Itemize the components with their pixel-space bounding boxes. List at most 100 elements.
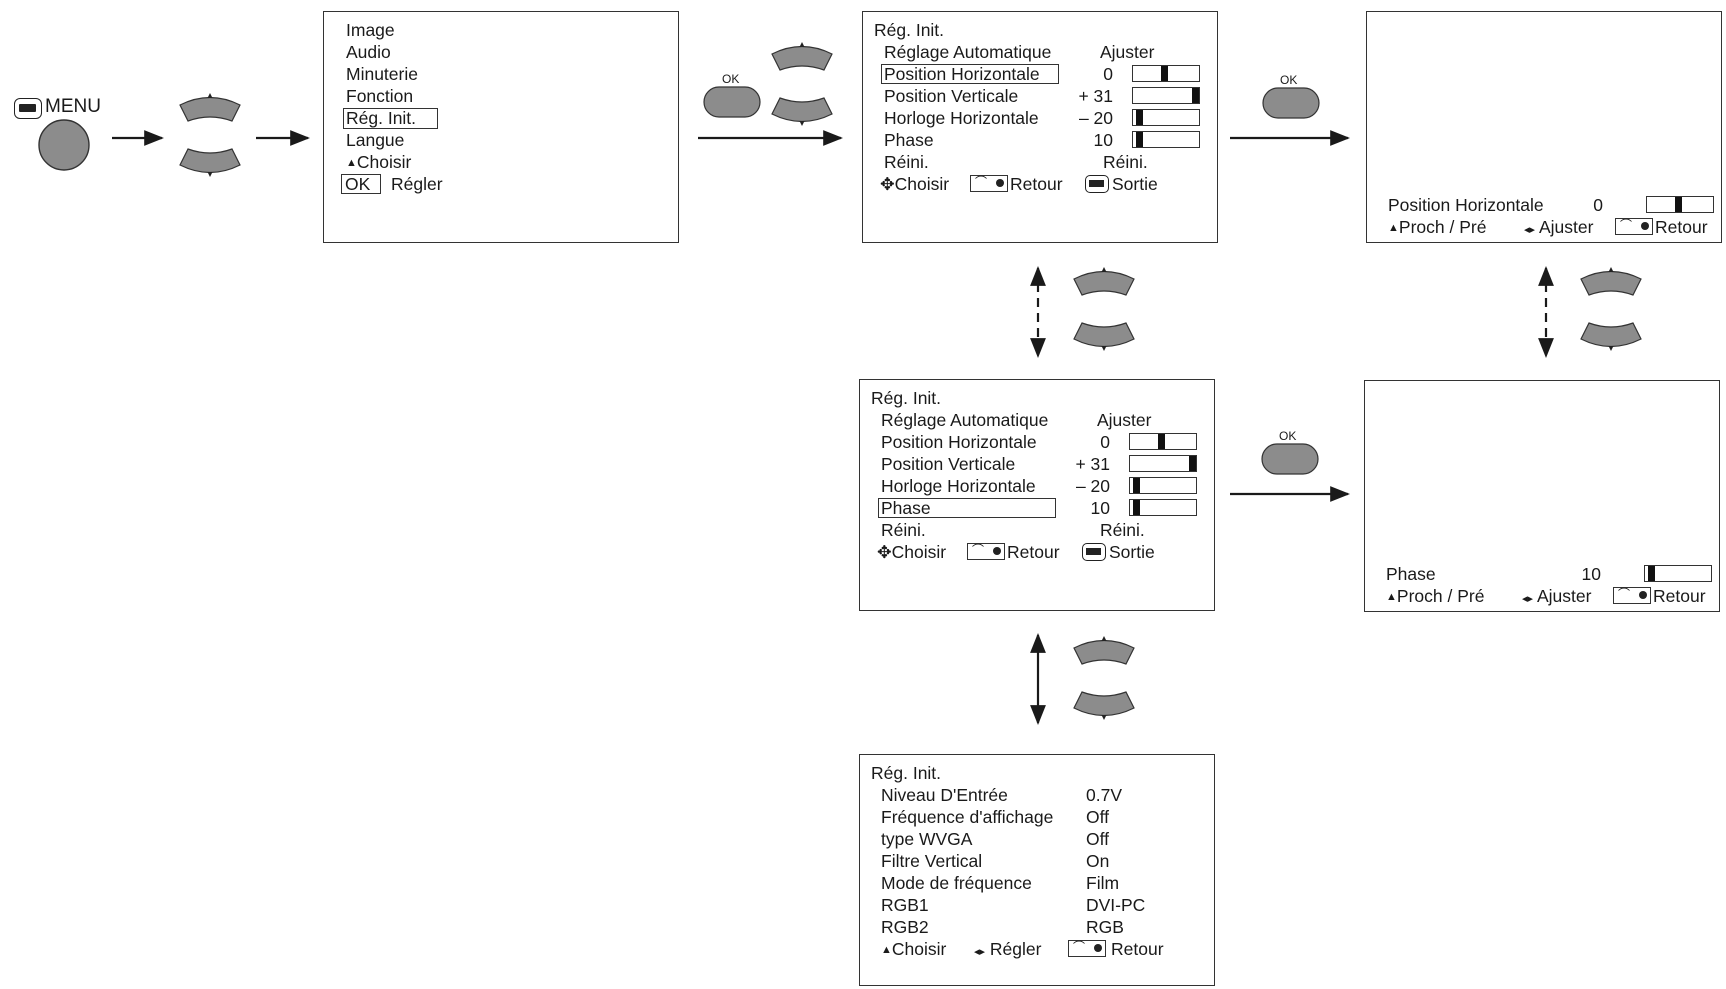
clock-slider[interactable] [1129,477,1197,494]
row-value-phase: 10 [1090,498,1110,518]
back-label: Retour [1655,217,1708,237]
row-label-clock[interactable]: Horloge Horizontale [881,476,1036,496]
row-label-auto[interactable]: Réglage Automatique [881,410,1049,430]
menu-icon [1085,175,1109,193]
slider-knob[interactable] [1136,132,1143,147]
slider-knob[interactable] [1133,500,1140,515]
leftright-arrow-icon: ◂▸ [1524,224,1536,236]
row-label-auto[interactable]: Réglage Automatique [884,42,1052,62]
updown-arrow-icon: ▲ [346,157,357,169]
slider-knob[interactable] [1136,110,1143,125]
row-label-wvga[interactable]: type WVGA [881,829,973,849]
panel-title: Rég. Init. [871,388,942,408]
row-label-input-level[interactable]: Niveau D'Entrée [881,785,1008,805]
choose-label: Choisir [894,174,950,194]
leftright-arrow-icon: ◂▸ [1522,593,1534,605]
row-label-vpos[interactable]: Position Verticale [884,86,1019,106]
row-value-auto: Ajuster [1097,410,1152,430]
updown-arrow-icon: ▲ [881,944,892,956]
ok-label[interactable]: OK [1279,429,1297,443]
row-value-reset: Réini. [1103,152,1148,172]
row-label-reset[interactable]: Réini. [884,152,929,172]
panel-title: Rég. Init. [874,20,945,40]
slider-knob[interactable] [1648,566,1655,581]
adjust-label: Ajuster [1536,586,1592,606]
clock-slider[interactable] [1132,109,1200,126]
row-value-freq-mode: Film [1086,873,1120,893]
slider-knob[interactable] [1192,88,1199,103]
footer-exit: Sortie [1112,174,1158,194]
menu-item-reg-init[interactable]: Rég. Init. [346,108,417,128]
slider-knob[interactable] [1189,456,1196,471]
slider-knob[interactable] [1158,434,1165,449]
row-label-rgb1[interactable]: RGB1 [881,895,929,915]
ok-label[interactable]: OK [722,72,740,86]
row-label-vfilter[interactable]: Filtre Vertical [881,851,983,871]
row-label-hpos[interactable]: Position Horizontale [881,432,1037,452]
hpos-slider[interactable] [1132,65,1200,82]
footer-choose: ✥Choisir [877,542,946,562]
phase-slider[interactable] [1644,565,1712,582]
nav-hint: ▲Proch / Pré [1386,586,1484,609]
row-label-freq-mode[interactable]: Mode de fréquence [881,873,1032,893]
slider-knob[interactable] [1133,478,1140,493]
return-icon: ⌒ [970,175,1008,192]
return-icon: ⌒ [967,543,1005,560]
row-label-rgb2[interactable]: RGB2 [881,917,929,937]
row-label-reset[interactable]: Réini. [881,520,926,540]
selected-item-frame [343,108,438,129]
choose-label: Choisir [891,542,947,562]
row-label-phase[interactable]: Phase [884,130,934,150]
menu-item-audio[interactable]: Audio [346,42,391,62]
updown-arrow-icon: ▲ [1388,222,1399,234]
reg-init-panel-page2: Rég. Init. Niveau D'Entrée 0.7V Fréquenc… [859,754,1215,986]
ok-button [1262,87,1320,119]
menu-item-minuterie[interactable]: Minuterie [346,64,418,84]
detail-value: 10 [1581,564,1601,584]
updown-rocker [179,92,241,178]
updown-rocker [1073,266,1135,352]
cross-arrows-icon: ✥ [877,542,892,562]
ok-label[interactable]: OK [1280,73,1298,87]
footer-choose: ✥Choisir [880,174,949,194]
row-label-phase[interactable]: Phase [881,498,931,518]
row-value-wvga: Off [1086,829,1110,849]
detail-value: 0 [1593,195,1603,215]
reg-init-panel-phase: Rég. Init. Réglage Automatique Ajuster P… [859,379,1215,611]
return-icon: ⌒ [1613,587,1651,604]
row-value-rgb2: RGB [1086,917,1124,937]
return-icon: ⌒ [1068,940,1106,957]
slider-knob[interactable] [1675,197,1682,212]
row-value-vpos: + 31 [1078,86,1113,106]
adjust-hint: ◂▸ Ajuster [1524,217,1593,240]
updown-rocker [1580,266,1642,352]
adjust-label: Ajuster [1538,217,1594,237]
nav-label: Proch / Pré [1396,586,1485,606]
menu-round-button [38,119,90,171]
row-label-display-freq[interactable]: Fréquence d'affichage [881,807,1054,827]
hpos-slider[interactable] [1646,196,1714,213]
row-label-clock[interactable]: Horloge Horizontale [884,108,1039,128]
menu-item-image[interactable]: Image [346,20,395,40]
nav-hint: ▲Proch / Pré [1388,217,1486,240]
menu-item-fonction[interactable]: Fonction [346,86,414,106]
vpos-slider[interactable] [1132,87,1200,104]
phase-slider[interactable] [1132,131,1200,148]
menu-item-langue[interactable]: Langue [346,130,405,150]
row-label-vpos[interactable]: Position Verticale [881,454,1016,474]
phase-slider[interactable] [1129,499,1197,516]
set-label: Régler [989,939,1042,959]
hpos-slider[interactable] [1129,433,1197,450]
row-value-reset: Réini. [1100,520,1145,540]
row-label-hpos[interactable]: Position Horizontale [884,64,1040,84]
vpos-slider[interactable] [1129,455,1197,472]
detail-phase-panel: Phase 10 ▲Proch / Pré ◂▸ Ajuster ⌒ Retou… [1364,380,1720,612]
back-label: Retour [1653,586,1706,606]
ok-box-frame [341,174,381,194]
nav-label: Proch / Pré [1398,217,1487,237]
panel-title: Rég. Init. [871,763,942,783]
row-value-hpos: 0 [1103,64,1113,84]
menu-label[interactable]: MENU [45,96,101,117]
footer-back: Retour [1111,939,1164,959]
slider-knob[interactable] [1161,66,1168,81]
